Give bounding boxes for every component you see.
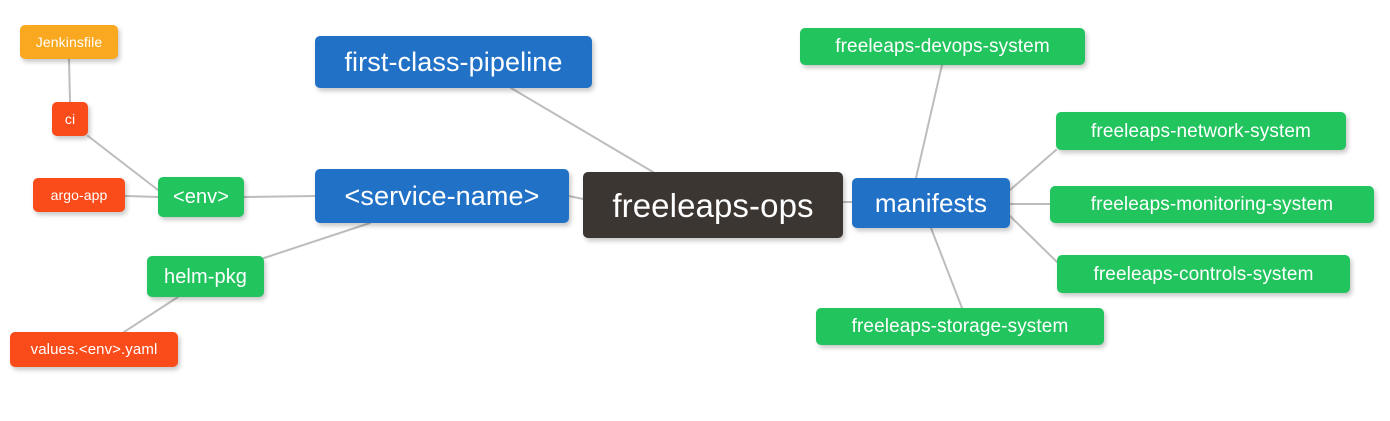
- node-service-name[interactable]: <service-name>: [315, 169, 569, 223]
- node-label: freeleaps-ops: [612, 186, 814, 224]
- node-manifests[interactable]: manifests: [852, 178, 1010, 228]
- edge-manifests-to-network: [1009, 149, 1057, 191]
- node-helm-pkg[interactable]: helm-pkg: [147, 256, 264, 297]
- node-devops[interactable]: freeleaps-devops-system: [800, 28, 1085, 65]
- edge-values-yaml-to-helm-pkg: [123, 296, 179, 333]
- node-label: ci: [64, 111, 76, 127]
- edge-jenkinsfile-to-ci: [68, 58, 71, 103]
- edge-manifests-to-devops: [915, 64, 943, 179]
- node-argo-app[interactable]: argo-app: [33, 178, 125, 212]
- edge-manifests-to-controls: [1009, 215, 1058, 263]
- node-storage[interactable]: freeleaps-storage-system: [816, 308, 1104, 345]
- node-label: helm-pkg: [163, 265, 248, 288]
- edge-env-to-service-name: [243, 195, 316, 198]
- edge-first-class-to-freeleaps-ops: [510, 87, 654, 173]
- node-label: first-class-pipeline: [344, 46, 563, 77]
- edge-argo-app-to-env: [124, 195, 159, 198]
- node-label: <service-name>: [344, 180, 540, 211]
- node-label: freeleaps-controls-system: [1093, 263, 1314, 285]
- node-first-class[interactable]: first-class-pipeline: [315, 36, 592, 88]
- edge-ci-to-env: [87, 135, 159, 191]
- node-values-yaml[interactable]: values.<env>.yaml: [10, 332, 178, 367]
- node-label: <env>: [172, 186, 230, 208]
- node-controls[interactable]: freeleaps-controls-system: [1057, 255, 1350, 293]
- edge-helm-pkg-to-service-name: [263, 222, 371, 259]
- node-monitoring[interactable]: freeleaps-monitoring-system: [1050, 186, 1374, 223]
- node-ci[interactable]: ci: [52, 102, 88, 136]
- node-jenkinsfile[interactable]: Jenkinsfile: [20, 25, 118, 59]
- node-label: argo-app: [50, 187, 108, 203]
- node-label: freeleaps-devops-system: [835, 36, 1050, 57]
- node-label: freeleaps-monitoring-system: [1090, 194, 1334, 215]
- node-label: freeleaps-network-system: [1091, 120, 1311, 142]
- node-freeleaps-ops[interactable]: freeleaps-ops: [583, 172, 843, 238]
- node-label: values.<env>.yaml: [30, 341, 158, 358]
- node-env[interactable]: <env>: [158, 177, 244, 217]
- node-network[interactable]: freeleaps-network-system: [1056, 112, 1346, 150]
- edge-service-name-to-freeleaps-ops: [568, 195, 584, 200]
- node-label: freeleaps-storage-system: [851, 316, 1069, 337]
- node-label: manifests: [874, 188, 988, 218]
- edge-manifests-to-storage: [930, 227, 963, 309]
- node-label: Jenkinsfile: [35, 34, 103, 50]
